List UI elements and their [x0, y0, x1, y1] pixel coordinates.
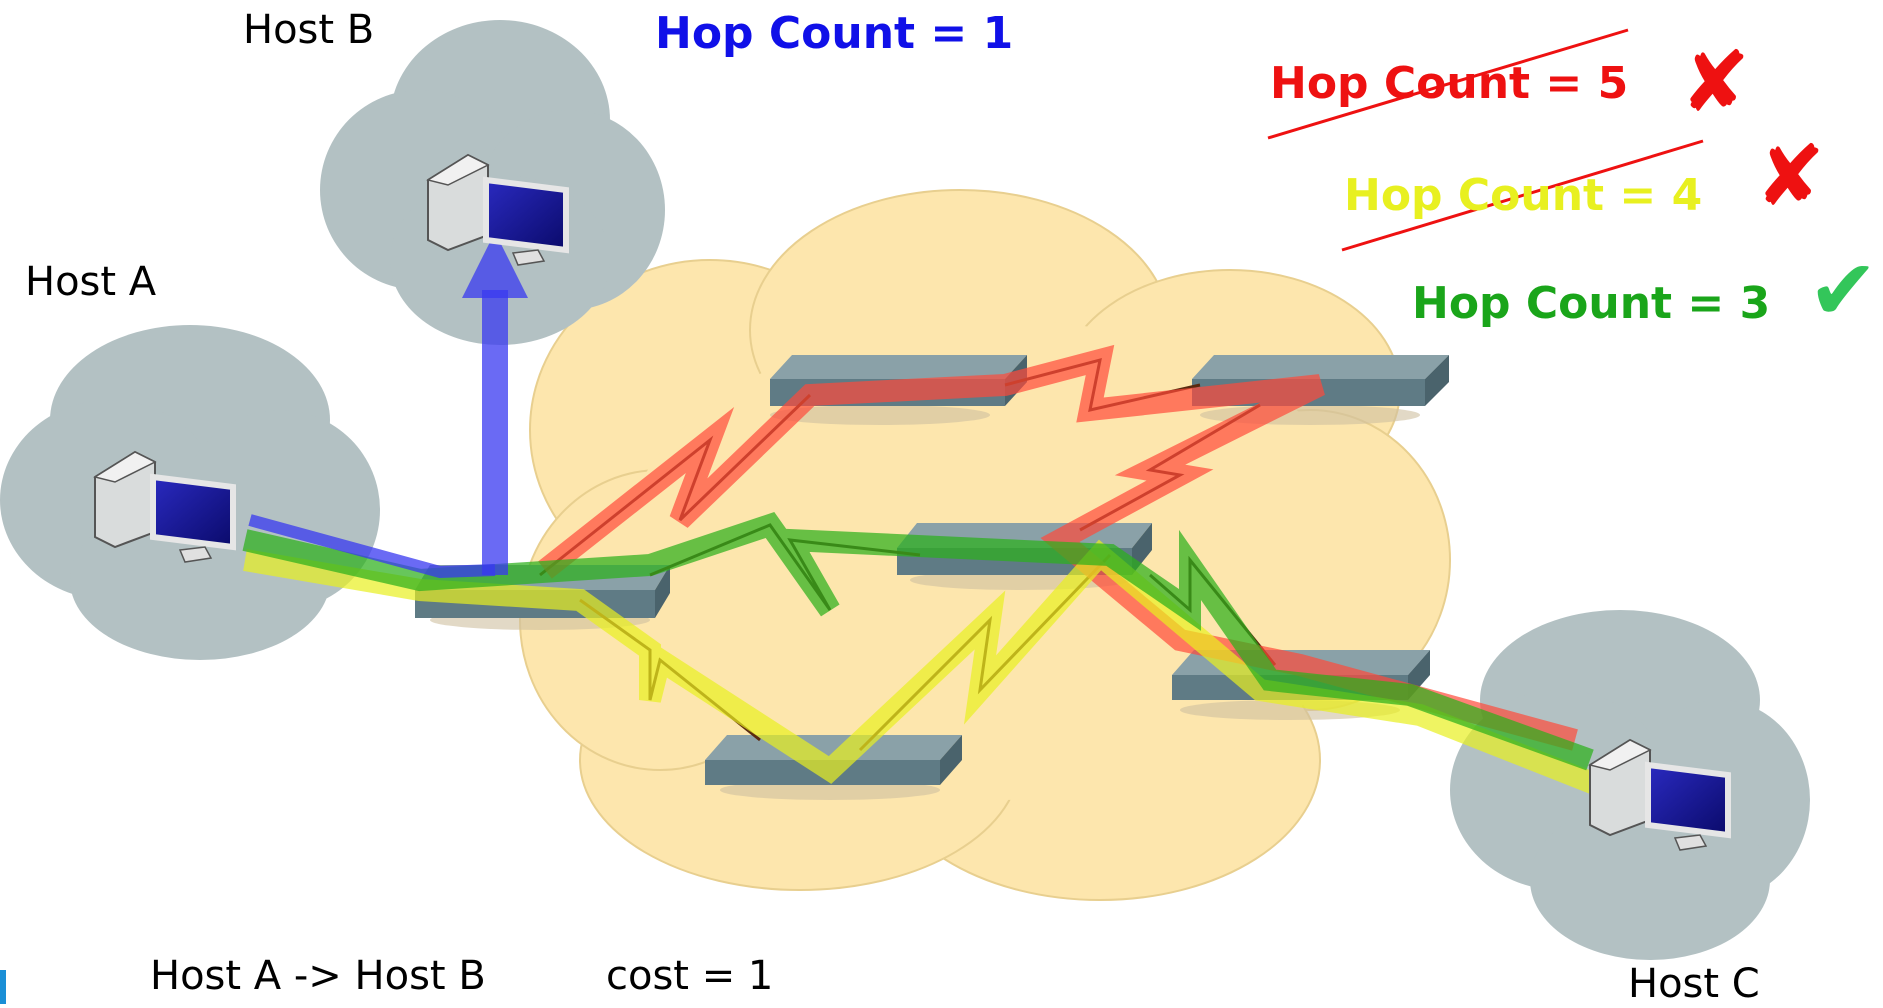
strike-yellow: [1341, 139, 1704, 252]
host-c-label: Host C: [1628, 961, 1760, 1007]
computer-host-b: [426, 153, 569, 266]
cross-mark-yellow: ✘: [1755, 127, 1826, 225]
path-green: [242, 511, 1594, 771]
hop-count-red: Hop Count = 5: [1270, 58, 1629, 109]
cross-mark-red: ✘: [1680, 33, 1751, 131]
cost-label: cost = 1: [606, 953, 774, 999]
host-a-label: Host A: [25, 259, 157, 305]
check-mark-green: ✔: [1808, 241, 1879, 339]
path-blue: [248, 232, 528, 579]
hop-count-yellow: Hop Count = 4: [1344, 170, 1703, 221]
path-yellow: [243, 539, 1615, 801]
strike-red: [1267, 28, 1629, 140]
path-red: [538, 344, 1578, 751]
hop-count-green: Hop Count = 3: [1412, 278, 1771, 329]
computer-host-a: [93, 450, 236, 563]
accent-bar: [0, 970, 6, 1004]
host-b-cloud: [320, 20, 665, 345]
host-b-label: Host B: [243, 7, 375, 53]
hop-count-blue: Hop Count = 1: [655, 8, 1014, 59]
computer-host-c: [1588, 738, 1731, 851]
route-label: Host A -> Host B: [150, 953, 486, 999]
